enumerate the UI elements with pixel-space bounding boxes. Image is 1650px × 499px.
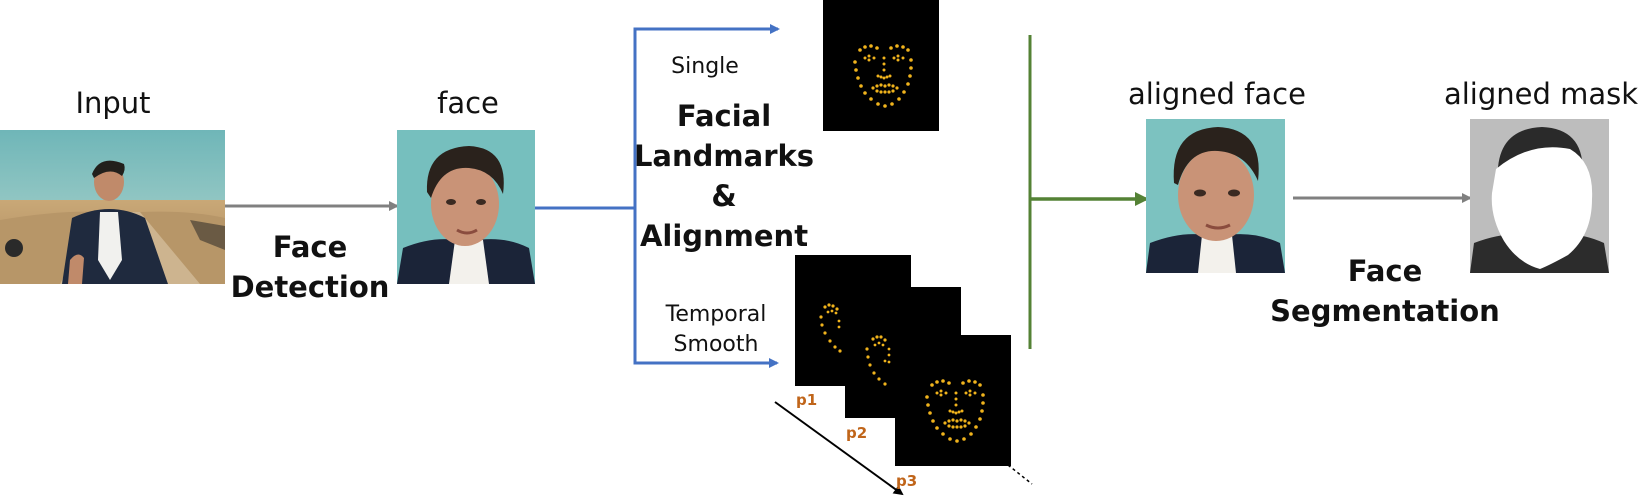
aligned-mask-image xyxy=(1470,119,1609,273)
time-dashed-extension xyxy=(1007,464,1033,485)
blue-branch-connector xyxy=(535,24,780,210)
aligned-face-image xyxy=(1146,119,1285,273)
landmarks-line-4: Alignment xyxy=(639,219,809,253)
input-image xyxy=(0,130,225,284)
landmarks-line-2: Landmarks xyxy=(633,139,815,173)
facial-landmarks-step: Facial Landmarks & Alignment xyxy=(634,96,814,256)
landmarks-line-3: & xyxy=(711,179,737,213)
segmentation-line-2: Segmentation xyxy=(1270,294,1500,328)
aligned-face-label: aligned face xyxy=(1128,77,1306,111)
single-landmarks-image xyxy=(823,0,939,131)
time-arrow xyxy=(774,401,904,496)
landmarks-line-1: Facial xyxy=(676,99,772,133)
aligned-mask-label: aligned mask xyxy=(1443,77,1639,111)
face-label: face xyxy=(437,86,499,120)
temporal-line-2: Smooth xyxy=(673,332,759,357)
input-label: Input xyxy=(75,86,151,120)
face-detection-line-1: Face xyxy=(272,230,348,264)
frame-label-p2: p2 xyxy=(846,424,868,442)
face-detection-line-2: Detection xyxy=(230,270,390,304)
single-branch-label: Single xyxy=(671,54,739,79)
segmentation-line-1: Face xyxy=(1347,254,1423,288)
temporal-branch-label: Temporal Smooth xyxy=(666,300,767,360)
landmark-frame-3 xyxy=(895,335,1011,466)
frame-label-p3: p3 xyxy=(896,472,918,490)
face-segmentation-step: Face Segmentation xyxy=(1270,251,1500,331)
blue-branch-lower xyxy=(633,208,779,368)
face-detection-step: Face Detection xyxy=(231,227,390,307)
temporal-line-1: Temporal xyxy=(665,302,767,327)
frame-label-p1: p1 xyxy=(796,391,818,409)
face-crop-image xyxy=(397,130,535,284)
